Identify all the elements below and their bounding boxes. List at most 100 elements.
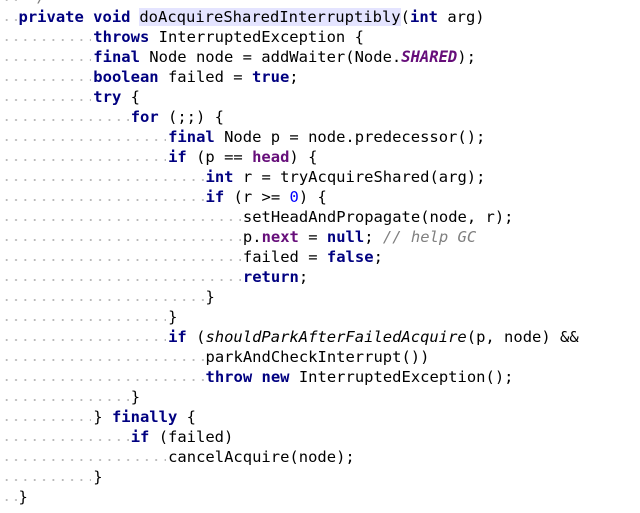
code-line[interactable]: p.next = null; // help GC	[0, 227, 640, 247]
code-token: }	[93, 468, 103, 486]
code-token: cancelAcquire(node);	[168, 448, 355, 466]
code-text: }	[206, 287, 215, 307]
indent-guide-dots	[2, 327, 167, 347]
indent-guide-dots	[2, 247, 241, 267]
code-token: Node p = node.predecessor();	[214, 128, 486, 146]
code-line[interactable]: if (failed)	[0, 427, 640, 447]
code-line[interactable]: int r = tryAcquireShared(arg);	[0, 167, 640, 187]
code-line[interactable]: return;	[0, 267, 640, 287]
code-line[interactable]: }	[0, 307, 640, 327]
indent-guide-dots	[2, 7, 17, 27]
code-line[interactable]: boolean failed = true;	[0, 67, 640, 87]
code-line[interactable]: throw new InterruptedException();	[0, 367, 640, 387]
number-token: 0	[289, 188, 299, 206]
code-line[interactable]: failed = false;	[0, 247, 640, 267]
keyword-token: new	[261, 368, 290, 386]
indent-guide-dots	[2, 0, 17, 7]
code-line[interactable]: parkAndCheckInterrupt())	[0, 347, 640, 367]
code-token: ) {	[298, 188, 327, 206]
code-token: }	[205, 288, 215, 306]
keyword-token: void	[93, 8, 131, 26]
code-token: (p ==	[186, 148, 253, 166]
code-text: return;	[243, 267, 308, 287]
code-line[interactable]: final Node p = node.predecessor();	[0, 127, 640, 147]
code-line[interactable]: private void doAcquireSharedInterruptibl…	[0, 7, 640, 27]
code-text: parkAndCheckInterrupt())	[206, 347, 430, 367]
code-token: failed =	[158, 68, 252, 86]
highlighted-identifier: doAcquireSharedInterruptibly	[139, 8, 401, 26]
keyword-token: true	[251, 68, 290, 86]
indent-guide-dots	[2, 447, 167, 467]
field-token: next	[261, 228, 299, 246]
keyword-token: finally	[111, 408, 178, 426]
field-token: head	[252, 148, 290, 166]
code-line[interactable]: cancelAcquire(node);	[0, 447, 640, 467]
code-line[interactable]: }	[0, 287, 640, 307]
code-token: arg)	[437, 8, 485, 26]
code-line[interactable]: }	[0, 487, 640, 507]
code-token: (	[186, 328, 206, 346]
keyword-token: null	[326, 228, 365, 246]
code-line[interactable]: if (r >= 0) {	[0, 187, 640, 207]
code-line[interactable]: setHeadAndPropagate(node, r);	[0, 207, 640, 227]
code-token: ) {	[289, 148, 318, 166]
indent-guide-dots	[2, 347, 204, 367]
code-token: ;	[298, 268, 309, 286]
indent-guide-dots	[2, 127, 167, 147]
keyword-token: if	[130, 428, 150, 446]
indent-guide-dots	[2, 287, 204, 307]
code-token: {	[177, 408, 196, 426]
code-token: ;	[373, 248, 383, 266]
keyword-token: if	[205, 188, 225, 206]
code-line[interactable]: for (;;) {	[0, 107, 640, 127]
indent-guide-dots	[2, 67, 92, 87]
code-token: =	[298, 228, 327, 246]
code-line[interactable]: try {	[0, 87, 640, 107]
code-line[interactable]: }	[0, 467, 640, 487]
code-token: (failed)	[149, 428, 234, 446]
code-line[interactable]: if (p == head) {	[0, 147, 640, 167]
code-token: }	[130, 388, 141, 406]
keyword-token: if	[168, 148, 187, 166]
method-call-token: shouldParkAfterFailedAcquire	[205, 328, 467, 346]
code-token: (p, node) &&	[466, 328, 579, 346]
code-token: }	[93, 408, 112, 426]
code-token: (r >=	[224, 188, 290, 206]
code-token: InterruptedException();	[289, 368, 514, 386]
code-text: private void doAcquireSharedInterruptibl…	[19, 7, 485, 27]
code-text: }	[93, 467, 102, 487]
indent-guide-dots	[2, 207, 241, 227]
code-text: failed = false;	[243, 247, 383, 267]
code-line[interactable]: }	[0, 387, 640, 407]
code-token	[252, 368, 261, 386]
indent-guide-dots	[2, 47, 92, 67]
keyword-token: final	[168, 128, 215, 146]
code-line[interactable]: throws InterruptedException {	[0, 27, 640, 47]
keyword-token: throw	[205, 368, 253, 386]
code-line[interactable]: } finally {	[0, 407, 640, 427]
code-token: {	[121, 88, 140, 106]
comment-token: // help GC	[382, 228, 477, 246]
code-token	[84, 8, 93, 26]
code-line[interactable]: */	[0, 0, 640, 7]
code-text: }	[131, 387, 140, 407]
code-text: if (r >= 0) {	[206, 187, 327, 207]
code-token: r = tryAcquireShared(arg);	[233, 168, 486, 186]
keyword-token: try	[93, 88, 122, 106]
code-line[interactable]: final Node node = addWaiter(Node.SHARED)…	[0, 47, 640, 67]
keyword-token: false	[326, 248, 374, 266]
code-text: }	[168, 307, 177, 327]
code-text: final Node p = node.predecessor();	[168, 127, 485, 147]
code-token: (	[400, 8, 410, 26]
code-text: final Node node = addWaiter(Node.SHARED)…	[93, 47, 476, 67]
code-text: cancelAcquire(node);	[168, 447, 355, 467]
indent-guide-dots	[2, 147, 167, 167]
code-token: failed =	[242, 248, 327, 266]
comment-token: */	[28, 0, 47, 6]
keyword-token: int	[409, 8, 438, 26]
code-line[interactable]: if (shouldParkAfterFailedAcquire(p, node…	[0, 327, 640, 347]
keyword-token: private	[18, 8, 84, 26]
keyword-token: return	[242, 268, 299, 286]
